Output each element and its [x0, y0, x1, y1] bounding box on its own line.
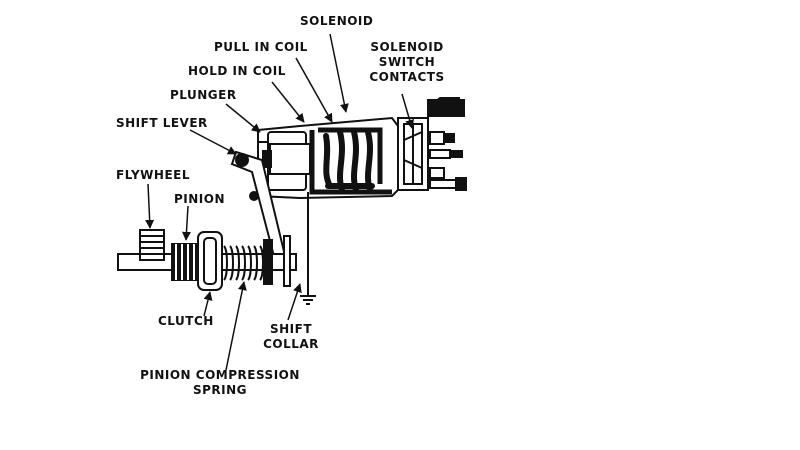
label-shift-collar-line2: COLLAR — [263, 337, 319, 351]
label-shift-collar-line1: SHIFT — [269, 322, 313, 336]
ground-symbol — [300, 192, 316, 305]
label-plunger: PLUNGER — [170, 88, 237, 102]
pinion-compression-spring — [223, 245, 264, 281]
label-solenoid-switch-contacts-line1: SOLENOID — [370, 40, 444, 54]
label-solenoid: SOLENOID — [300, 14, 374, 28]
label-flywheel: FLYWHEEL — [116, 168, 190, 182]
label-pull-in-coil: PULL IN COIL — [214, 40, 308, 54]
label-solenoid-switch-contacts-line3: CONTACTS — [369, 70, 445, 84]
label-pinion-compression-spring-line1: PINION COMPRESSION — [140, 368, 300, 382]
clutch — [197, 231, 223, 291]
shift-collar — [263, 235, 291, 287]
pinion-gear — [171, 243, 199, 281]
solenoid-switch-contacts — [397, 97, 467, 191]
label-solenoid-switch-contacts: SOLENOID SWITCH CONTACTS — [362, 40, 452, 85]
label-clutch: CLUTCH — [158, 314, 214, 328]
label-hold-in-coil: HOLD IN COIL — [188, 64, 286, 78]
label-shift-lever: SHIFT LEVER — [116, 116, 208, 130]
leader-lines — [145, 33, 415, 371]
label-pinion: PINION — [174, 192, 226, 206]
label-shift-collar: SHIFT COLLAR — [258, 322, 324, 352]
label-solenoid-switch-contacts-line2: SWITCH — [378, 55, 436, 69]
label-pinion-compression-spring-line2: SPRING — [192, 383, 248, 397]
flywheel-gear — [139, 229, 165, 261]
label-pinion-compression-spring: PINION COMPRESSION SPRING — [134, 368, 306, 398]
plunger — [262, 143, 311, 175]
pull-in-coil — [323, 129, 375, 193]
